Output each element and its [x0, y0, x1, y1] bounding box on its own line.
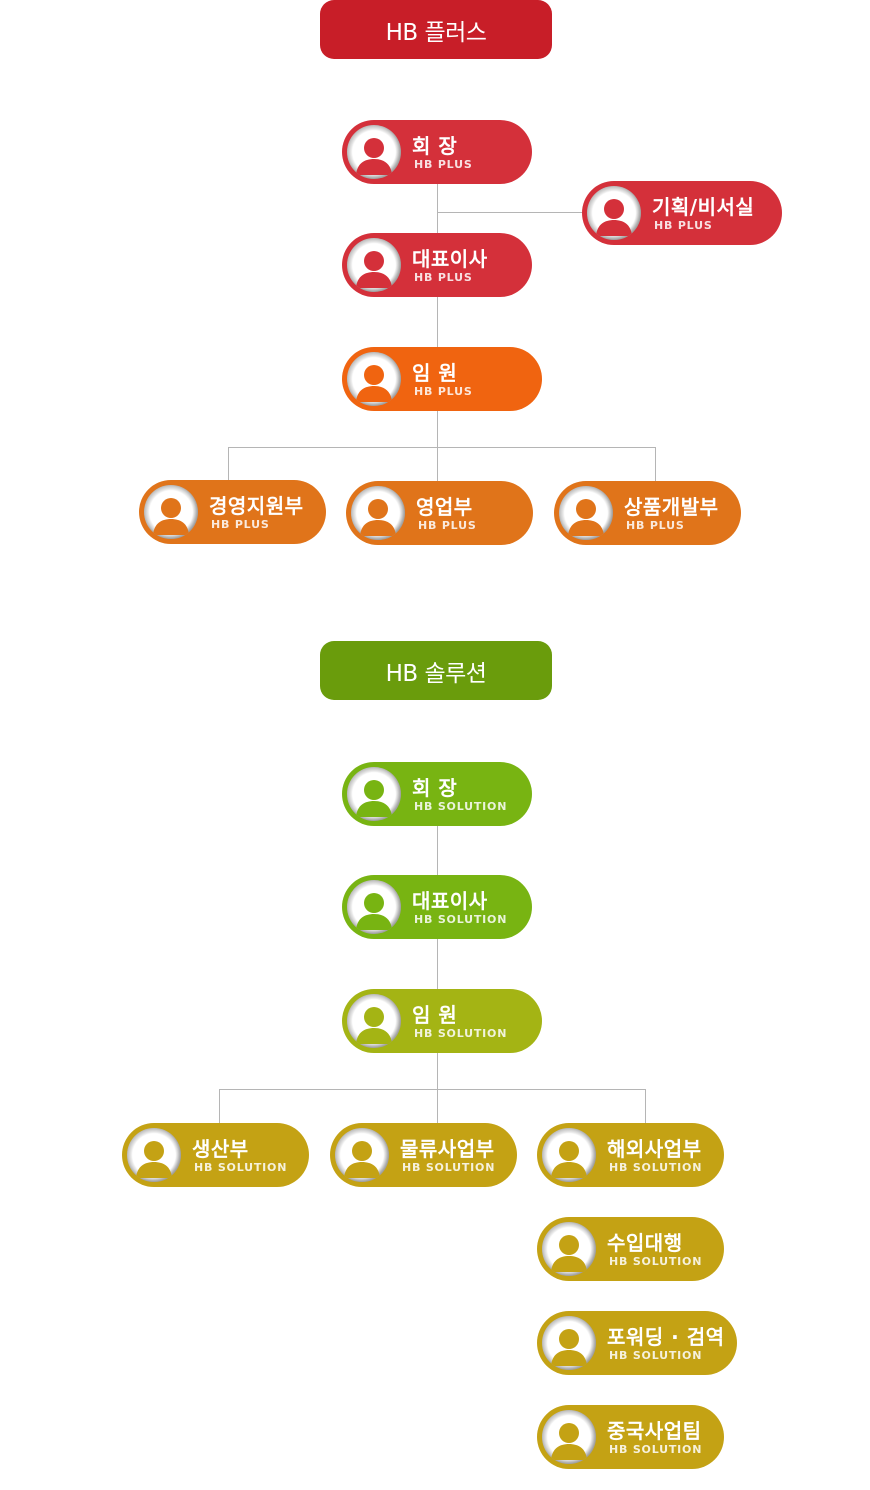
node-title: 임 원: [412, 361, 458, 385]
person-icon: [347, 238, 401, 292]
node-title: 중국사업팀: [607, 1419, 702, 1443]
node-subtitle: HB PLUS: [414, 158, 473, 171]
node-subtitle: HB PLUS: [418, 519, 477, 532]
person-icon: [542, 1128, 596, 1182]
node-subtitle: HB SOLUTION: [414, 800, 508, 813]
connector-line: [437, 1052, 438, 1090]
person-icon: [347, 880, 401, 934]
plus-dept-node: 경영지원부 HB PLUS: [139, 480, 326, 544]
node-title: 회 장: [412, 134, 458, 158]
plus-header: HB 플러스: [320, 0, 552, 59]
plus-ceo-node: 대표이사 HB PLUS: [342, 233, 532, 297]
connector-line: [228, 447, 229, 481]
node-subtitle: HB SOLUTION: [609, 1349, 703, 1362]
node-subtitle: HB SOLUTION: [194, 1161, 288, 1174]
plus-planning-node: 기획/비서실 HB PLUS: [582, 181, 782, 245]
node-subtitle: HB SOLUTION: [609, 1443, 703, 1456]
connector-line: [437, 410, 438, 448]
plus-executives-node: 임 원 HB PLUS: [342, 347, 542, 411]
node-subtitle: HB PLUS: [414, 271, 473, 284]
connector-line: [437, 938, 438, 989]
node-title: 수입대행: [607, 1231, 683, 1255]
person-icon: [559, 486, 613, 540]
connector-line: [228, 447, 656, 448]
node-subtitle: HB PLUS: [654, 219, 713, 232]
connector-line: [437, 447, 438, 481]
connector-line: [645, 1089, 646, 1123]
node-title: 해외사업부: [607, 1137, 702, 1161]
solution-dept-node: 생산부 HB SOLUTION: [122, 1123, 309, 1187]
connector-line: [437, 183, 438, 233]
solution-team-node: 수입대행 HB SOLUTION: [537, 1217, 724, 1281]
node-title: 경영지원부: [209, 494, 304, 518]
connector-line: [437, 1089, 438, 1123]
node-subtitle: HB SOLUTION: [414, 1027, 508, 1040]
plus-dept-node: 영업부 HB PLUS: [346, 481, 533, 545]
connector-line: [655, 447, 656, 481]
node-title: 물류사업부: [400, 1137, 495, 1161]
plus-chairman-node: 회 장 HB PLUS: [342, 120, 532, 184]
node-subtitle: HB PLUS: [211, 518, 270, 531]
solution-ceo-node: 대표이사 HB SOLUTION: [342, 875, 532, 939]
person-icon: [351, 486, 405, 540]
solution-team-node: 중국사업팀 HB SOLUTION: [537, 1405, 724, 1469]
node-title: 포워딩 · 검역: [607, 1325, 725, 1349]
node-title: 영업부: [416, 495, 473, 519]
person-icon: [542, 1316, 596, 1370]
node-title: 임 원: [412, 1003, 458, 1027]
connector-line: [437, 825, 438, 876]
person-icon: [542, 1410, 596, 1464]
node-subtitle: HB SOLUTION: [414, 913, 508, 926]
connector-line: [219, 1089, 646, 1090]
person-icon: [347, 352, 401, 406]
node-title: 기획/비서실: [652, 195, 755, 219]
connector-line: [219, 1089, 220, 1123]
connector-line: [437, 296, 438, 347]
solution-chairman-node: 회 장 HB SOLUTION: [342, 762, 532, 826]
person-icon: [347, 125, 401, 179]
plus-dept-node: 상품개발부 HB PLUS: [554, 481, 741, 545]
person-icon: [127, 1128, 181, 1182]
node-subtitle: HB SOLUTION: [609, 1161, 703, 1174]
node-title: 생산부: [192, 1137, 249, 1161]
node-subtitle: HB PLUS: [626, 519, 685, 532]
solution-team-node: 포워딩 · 검역 HB SOLUTION: [537, 1311, 737, 1375]
person-icon: [347, 994, 401, 1048]
node-subtitle: HB PLUS: [414, 385, 473, 398]
solution-executives-node: 임 원 HB SOLUTION: [342, 989, 542, 1053]
person-icon: [144, 485, 198, 539]
connector-line: [437, 212, 583, 213]
person-icon: [347, 767, 401, 821]
solution-header: HB 솔루션: [320, 641, 552, 700]
person-icon: [542, 1222, 596, 1276]
node-title: 회 장: [412, 776, 458, 800]
node-title: 대표이사: [412, 247, 488, 271]
solution-dept-node: 물류사업부 HB SOLUTION: [330, 1123, 517, 1187]
node-title: 대표이사: [412, 889, 488, 913]
person-icon: [335, 1128, 389, 1182]
node-subtitle: HB SOLUTION: [402, 1161, 496, 1174]
person-icon: [587, 186, 641, 240]
solution-dept-node: 해외사업부 HB SOLUTION: [537, 1123, 724, 1187]
node-subtitle: HB SOLUTION: [609, 1255, 703, 1268]
node-title: 상품개발부: [624, 495, 719, 519]
